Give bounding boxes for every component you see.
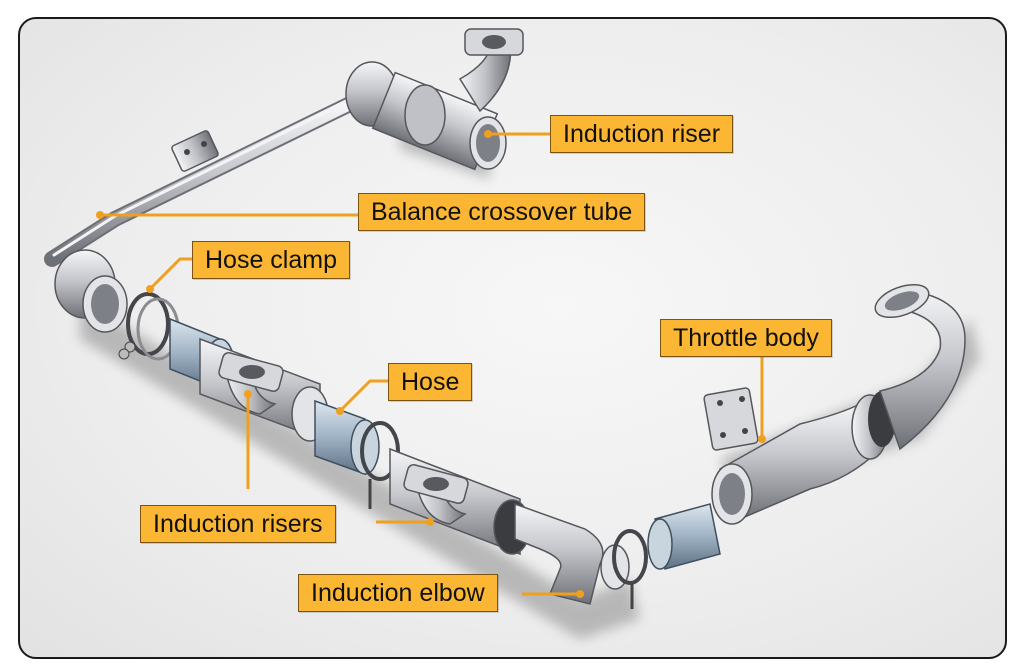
leader-hose: [338, 379, 388, 413]
leader-lines: [96, 130, 766, 598]
induction-system-illustration: [44, 28, 980, 639]
label-induction-riser: Induction riser: [550, 115, 734, 153]
label-induction-risers: Induction risers: [140, 505, 336, 543]
throttle-body-assembly: [703, 283, 966, 525]
label-hose-clamp: Hose clamp: [192, 241, 350, 279]
label-balance-crossover-tube: Balance crossover tube: [358, 193, 646, 231]
balance-crossover-tube: [44, 96, 358, 267]
label-induction-elbow: Induction elbow: [298, 574, 498, 612]
diagram-frame: Induction riser Balance crossover tube H…: [18, 17, 1007, 659]
label-throttle-body: Throttle body: [660, 319, 832, 357]
label-hose: Hose: [388, 363, 473, 401]
induction-riser-top: [345, 28, 524, 171]
leader-hose-clamp: [148, 257, 192, 291]
induction-manifold-left: [54, 249, 721, 609]
